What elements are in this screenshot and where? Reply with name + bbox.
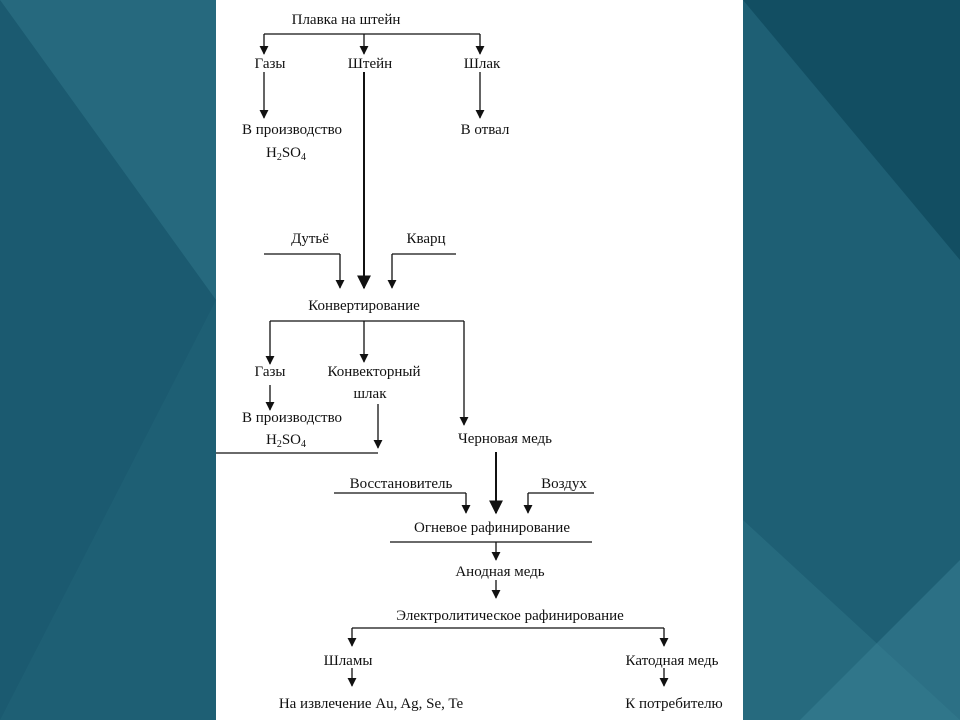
node-quartz: Кварц: [406, 231, 445, 247]
node-to-production-1: В производство: [242, 122, 342, 138]
process-flow-diagram: Плавка на штейн Газы Штейн Шлак В произв…: [216, 12, 723, 712]
node-to-dump: В отвал: [461, 122, 510, 138]
node-extraction: На извлечение Au, Ag, Se, Te: [279, 696, 464, 712]
node-blast: Дутьё: [291, 231, 329, 247]
node-blister-copper: Черновая медь: [458, 431, 552, 447]
node-anode-copper: Анодная медь: [455, 564, 544, 580]
node-cathode-copper: Катодная медь: [626, 653, 719, 669]
node-electrolytic-refining: Электролитическое рафинирование: [396, 608, 624, 624]
node-gases-1: Газы: [255, 56, 286, 72]
node-converter-slag-line1: Конвекторный: [327, 364, 420, 380]
node-air: Воздух: [541, 476, 587, 492]
node-slag: Шлак: [464, 56, 501, 72]
node-reducer: Восстановитель: [350, 476, 453, 492]
node-matte: Штейн: [348, 56, 392, 72]
connector-lines: [216, 33, 669, 687]
node-converting: Конвертирование: [308, 298, 420, 314]
node-gases-2: Газы: [255, 364, 286, 380]
node-h2so4-1: H2SO4: [266, 145, 306, 163]
node-smelting: Плавка на штейн: [292, 12, 401, 28]
diagram-labels: Плавка на штейн Газы Штейн Шлак В произв…: [242, 12, 723, 712]
node-to-production-2: В производство: [242, 410, 342, 426]
diagram-sheet: Плавка на штейн Газы Штейн Шлак В произв…: [216, 0, 743, 720]
node-converter-slag-line2: шлак: [354, 386, 388, 402]
node-slimes: Шламы: [324, 653, 373, 669]
node-to-consumer: К потребителю: [625, 696, 723, 712]
node-fire-refining: Огневое рафинирование: [414, 520, 570, 536]
node-h2so4-2: H2SO4: [266, 432, 306, 450]
